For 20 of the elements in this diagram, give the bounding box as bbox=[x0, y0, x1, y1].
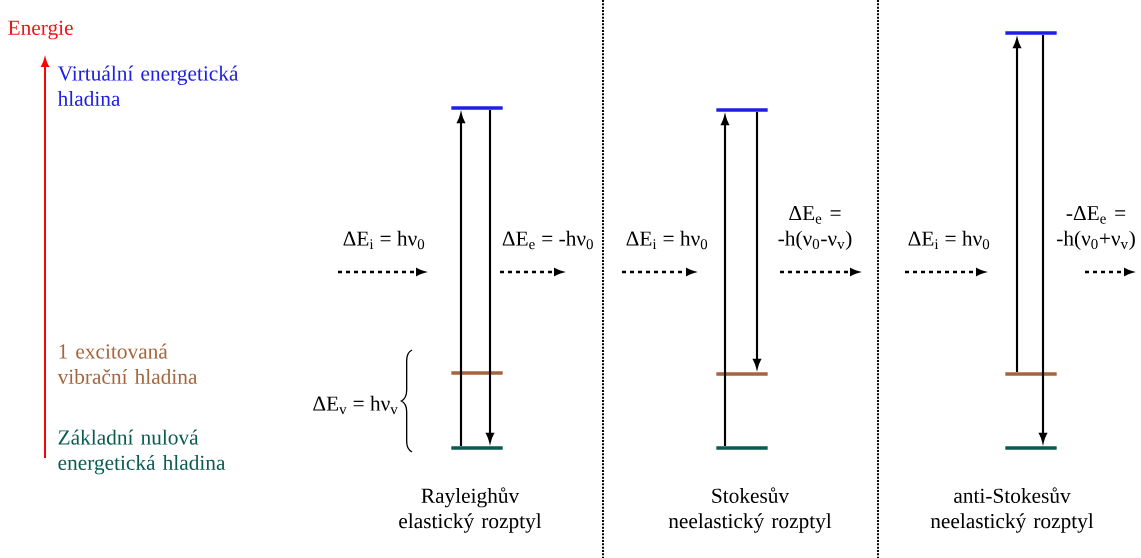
energy-axis-label: Energie bbox=[8, 20, 73, 40]
energy-label: ΔE$_{v}$ = hν$_{v}$ bbox=[313, 395, 398, 415]
arrow bbox=[721, 115, 729, 446]
arrow bbox=[1013, 38, 1021, 372]
scattering-label: Stokesův neelastický rozptyl bbox=[668, 487, 832, 533]
energy-label: ΔE$_{i}$ = hν$_{0}$ bbox=[908, 230, 990, 250]
arrow bbox=[457, 113, 465, 446]
arrow bbox=[753, 112, 761, 369]
level-label: 1 excitovaná vibrační hladina bbox=[57, 343, 198, 384]
level-label: Virtuální energetická hladina bbox=[57, 65, 239, 106]
energy-label: ΔE$_{i}$ = hν$_{0}$ bbox=[626, 230, 708, 250]
level-label: Základní nulová energetická hladina bbox=[58, 429, 226, 475]
energy-label: ΔE$_{e}$ = -h(ν$_{0}$-ν$_{v}$) bbox=[778, 206, 852, 250]
energy-label: -ΔE$_{e}$ = -h(ν$_{0}$+ν$_{v}$) bbox=[1057, 206, 1135, 250]
arrow bbox=[1039, 35, 1047, 443]
energy-label: ΔE$_{i}$ = hν$_{0}$ bbox=[343, 230, 425, 250]
scattering-label: Rayleighův elastický rozptyl bbox=[399, 487, 542, 533]
scattering-label: anti-Stokesův neelastický rozptyl bbox=[930, 487, 1094, 533]
energy-label: ΔE$_{e}$ = -hν$_{0}$ bbox=[502, 230, 593, 250]
arrow bbox=[486, 110, 494, 443]
